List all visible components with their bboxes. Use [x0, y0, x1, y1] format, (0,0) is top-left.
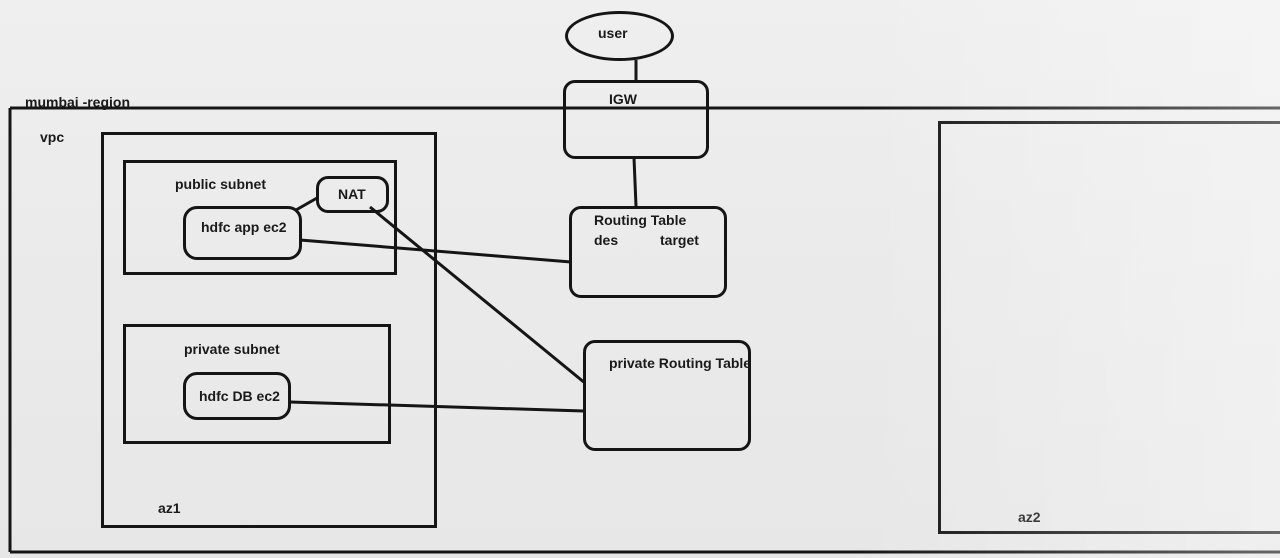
nat-node	[316, 176, 389, 213]
routing-table-des-header: des	[594, 232, 619, 248]
db-ec2-node	[183, 372, 291, 420]
routing-table-title: Routing Table	[594, 212, 687, 228]
public-subnet-label: public subnet	[175, 176, 266, 192]
igw-label: IGW	[609, 91, 637, 107]
private-subnet-label: private subnet	[184, 341, 280, 357]
routing-table-target-header: target	[660, 232, 699, 248]
connector-igw-routing-table	[632, 157, 638, 207]
region-label: mumbai -region	[25, 94, 131, 110]
private-routing-table-label: private Routing Table	[609, 355, 752, 371]
user-node	[565, 11, 674, 61]
private-routing-table-node	[583, 340, 751, 451]
app-ec2-node	[183, 206, 302, 260]
public-subnet-box	[123, 160, 397, 275]
igw-node	[563, 80, 709, 159]
db-ec2-label: hdfc DB ec2	[199, 388, 280, 404]
private-subnet-box	[123, 324, 391, 444]
az2-box	[938, 121, 1280, 534]
az1-label: az1	[158, 500, 181, 516]
user-label: user	[598, 25, 628, 41]
nat-label: NAT	[338, 186, 366, 202]
vpc-label: vpc	[40, 129, 65, 145]
az1-box	[101, 132, 437, 528]
routing-table-node	[569, 206, 727, 298]
az2-label: az2	[1018, 509, 1041, 525]
app-ec2-label: hdfc app ec2	[201, 219, 287, 235]
